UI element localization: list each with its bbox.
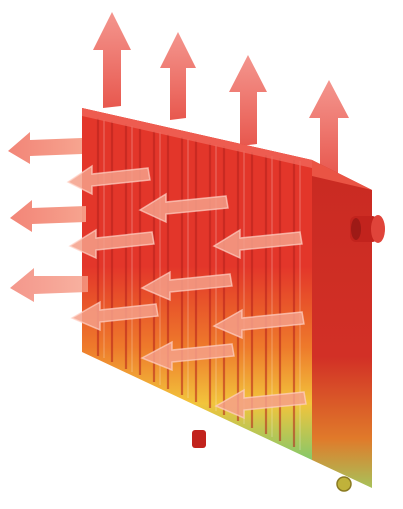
heat-arrows-left bbox=[8, 132, 88, 302]
left-arrow-1 bbox=[8, 132, 82, 164]
radiator-side-panel bbox=[312, 160, 372, 488]
radiator-valve bbox=[350, 215, 385, 243]
up-arrow-1 bbox=[93, 12, 131, 108]
up-arrow-2 bbox=[160, 32, 196, 120]
left-arrow-3 bbox=[10, 268, 88, 302]
left-arrow-2 bbox=[10, 200, 86, 232]
up-arrow-3 bbox=[229, 55, 267, 146]
